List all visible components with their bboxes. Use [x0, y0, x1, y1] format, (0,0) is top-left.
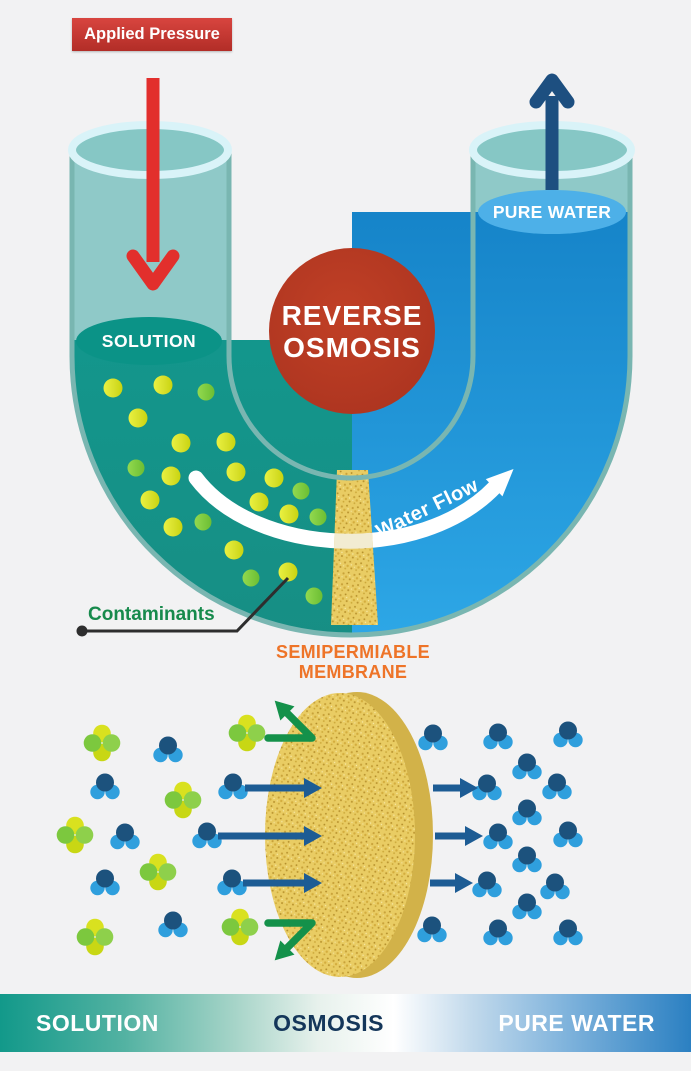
- contaminant-dot: [153, 375, 173, 395]
- water-molecule: [217, 869, 247, 896]
- water-pass-arrowhead: [304, 826, 322, 846]
- water-molecule: [542, 773, 572, 800]
- contaminant-dot: [171, 433, 191, 453]
- water-molecule: [512, 846, 542, 873]
- membrane-label-line2: MEMBRANE: [298, 662, 408, 682]
- water-molecule: [553, 721, 583, 748]
- water-pass-arrowhead: [460, 778, 478, 798]
- contaminant-reject-arrow: [264, 919, 316, 953]
- water-molecule: [472, 871, 502, 898]
- contaminant-dot: [242, 569, 260, 587]
- contaminants-callout: [76, 576, 290, 637]
- water-molecule: [512, 799, 542, 826]
- footer-gradient-bar: SOLUTION OSMOSIS PURE WATER: [0, 994, 691, 1052]
- water-molecule: [110, 823, 140, 850]
- contaminant-molecule: [228, 714, 266, 752]
- water-molecule: [540, 873, 570, 900]
- water-pass-arrowhead: [455, 873, 473, 893]
- contaminant-dot: [264, 468, 284, 488]
- pure-water-up-arrow: [529, 73, 575, 190]
- contaminant-dot: [128, 408, 148, 428]
- contaminant-molecule: [139, 853, 177, 891]
- applied-pressure-badge: Applied Pressure: [72, 18, 232, 51]
- water-molecule: [483, 919, 513, 946]
- water-molecule: [153, 736, 183, 763]
- applied-pressure-arrow: [126, 78, 180, 291]
- water-molecule: [90, 773, 120, 800]
- water-molecule: [218, 773, 248, 800]
- contaminant-molecule: [76, 918, 114, 956]
- contaminant-reject-arrowhead: [274, 700, 295, 721]
- tube-inner-outline: [226, 148, 476, 481]
- membrane-label: SEMIPERMIABLE MEMBRANE: [233, 642, 473, 682]
- water-pass-arrowhead: [465, 826, 483, 846]
- contaminant-dot: [163, 517, 183, 537]
- footer-solution-label: SOLUTION: [36, 1009, 159, 1036]
- contaminant-dot: [140, 490, 160, 510]
- membrane-arrow-band: [331, 473, 378, 549]
- contaminant-dot: [127, 459, 145, 477]
- water-molecule: [90, 869, 120, 896]
- pure-water-surface: [478, 190, 626, 234]
- water-molecule: [483, 723, 513, 750]
- water-molecule: [512, 893, 542, 920]
- water-molecule: [417, 916, 447, 943]
- membrane-disc: [265, 693, 415, 977]
- footer-osmosis-label: OSMOSIS: [273, 1009, 385, 1036]
- contaminant-dot: [305, 587, 323, 605]
- contaminant-dot: [279, 504, 299, 524]
- tube-outer-outline: [69, 148, 633, 638]
- contaminant-reject-arrowhead: [274, 940, 295, 961]
- membrane-label-line1: SEMIPERMIABLE: [276, 642, 430, 662]
- water-pass-arrowhead: [304, 873, 322, 893]
- contaminants-label: Contaminants: [88, 604, 215, 625]
- badge-line2: OSMOSIS: [283, 332, 421, 363]
- solution-label: SOLUTION: [102, 331, 196, 351]
- water-molecule: [553, 821, 583, 848]
- contaminant-molecule: [164, 781, 202, 819]
- footer-pure-water-label: PURE WATER: [498, 1009, 655, 1036]
- solution-surface: [76, 317, 222, 365]
- contaminant-reject-arrow: [264, 708, 316, 742]
- contaminant-molecule: [56, 816, 94, 854]
- contaminant-dot: [226, 462, 246, 482]
- contaminant-dot: [224, 540, 244, 560]
- contaminant-dot: [194, 513, 212, 531]
- water-molecule: [553, 919, 583, 946]
- water-pass-arrowhead: [304, 778, 322, 798]
- contaminant-dots-layer: [103, 375, 327, 605]
- contaminant-dot: [249, 492, 269, 512]
- reverse-osmosis-badge: [269, 248, 435, 414]
- contaminant-dot: [278, 562, 298, 582]
- water-molecule: [158, 911, 188, 938]
- contaminant-molecule: [83, 724, 121, 762]
- contaminant-dot: [103, 378, 123, 398]
- contaminant-dot: [197, 383, 215, 401]
- water-molecule: [483, 823, 513, 850]
- badge-line1: REVERSE: [282, 300, 423, 331]
- molecular-arrows-layer: [218, 700, 483, 961]
- water-molecule: [192, 822, 222, 849]
- contaminant-dot: [161, 466, 181, 486]
- water-molecule: [418, 724, 448, 751]
- contaminant-molecule: [221, 908, 259, 946]
- contaminant-dot: [309, 508, 327, 526]
- water-molecule: [512, 753, 542, 780]
- water-flow-arrowhead: [485, 469, 514, 497]
- pure-water-label: PURE WATER: [493, 202, 611, 222]
- contaminant-dot: [292, 482, 310, 500]
- contaminant-dot: [216, 432, 236, 452]
- applied-pressure-label: Applied Pressure: [84, 25, 220, 43]
